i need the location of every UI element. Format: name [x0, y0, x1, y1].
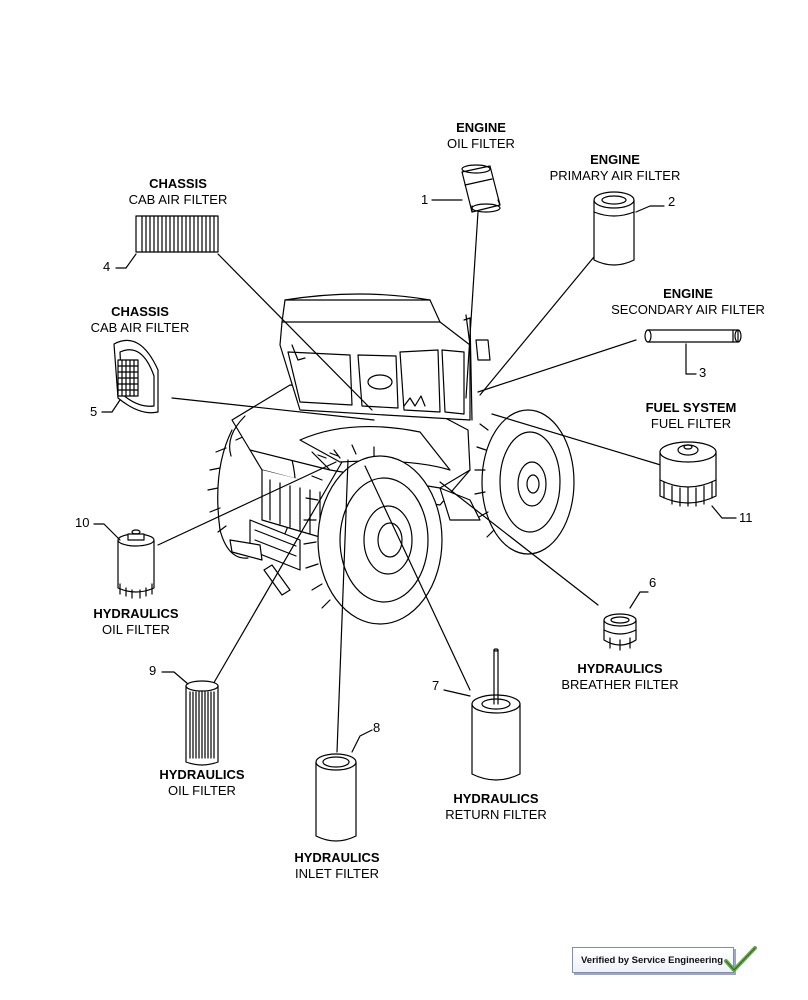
- verified-badge-text: Verified by Service Engineering: [581, 955, 724, 966]
- breather-filter-icon: [603, 613, 637, 651]
- label-name: RETURN FILTER: [445, 807, 547, 822]
- label-engine-oil-filter: ENGINE OIL FILTER: [426, 120, 536, 152]
- return-filter-icon: [471, 648, 521, 781]
- item-number-11: 11: [739, 510, 753, 525]
- verified-badge: Verified by Service Engineering: [572, 947, 734, 973]
- rear-wheel-right: [474, 409, 575, 555]
- label-category: FUEL SYSTEM: [645, 400, 737, 415]
- label-name: CAB AIR FILTER: [128, 192, 228, 207]
- item-number-9: 9: [149, 663, 157, 678]
- front-wheel: [303, 444, 443, 625]
- label-name: BREATHER FILTER: [561, 677, 679, 692]
- label-category: CHASSIS: [149, 176, 207, 191]
- item-number-2: 2: [668, 194, 676, 209]
- label-category: ENGINE: [663, 286, 713, 301]
- label-name: OIL FILTER: [447, 136, 515, 151]
- label-chassis-cab-air-filter-5: CHASSIS CAB AIR FILTER: [70, 304, 210, 336]
- label-category: ENGINE: [590, 152, 640, 167]
- label-category: HYDRAULICS: [159, 767, 245, 782]
- label-hydraulics-return-filter: HYDRAULICS RETURN FILTER: [426, 791, 566, 823]
- leader-lines: [157, 211, 665, 753]
- label-engine-primary-air-filter: ENGINE PRIMARY AIR FILTER: [530, 152, 700, 184]
- label-category: CHASSIS: [111, 304, 169, 319]
- tractor-cab: [279, 293, 491, 421]
- item-number-5: 5: [90, 404, 98, 419]
- label-hydraulics-breather-filter: HYDRAULICS BREATHER FILTER: [545, 661, 695, 693]
- label-name: FUEL FILTER: [650, 416, 732, 431]
- engine-oil-filter-icon: [461, 164, 501, 213]
- item-number-4: 4: [103, 259, 111, 274]
- label-fuel-system-fuel-filter: FUEL SYSTEM FUEL FILTER: [626, 400, 756, 432]
- label-name: PRIMARY AIR FILTER: [549, 168, 681, 183]
- tractor-illustration: [207, 293, 575, 625]
- item-number-10: 10: [75, 515, 90, 530]
- fuel-filter-icon: [659, 441, 717, 507]
- label-name: SECONDARY AIR FILTER: [611, 302, 765, 317]
- label-hydraulics-inlet-filter: HYDRAULICS INLET FILTER: [272, 850, 402, 882]
- label-category: HYDRAULICS: [294, 850, 380, 865]
- label-category: HYDRAULICS: [93, 606, 179, 621]
- label-category: ENGINE: [456, 120, 506, 135]
- label-name: CAB AIR FILTER: [90, 320, 190, 335]
- item-number-6: 6: [649, 575, 657, 590]
- hydraulic-oil-filter-canister-icon: [117, 529, 155, 599]
- inlet-filter-icon: [315, 753, 357, 842]
- label-chassis-cab-air-filter-4: CHASSIS CAB AIR FILTER: [108, 176, 248, 208]
- item-number-8: 8: [373, 720, 381, 735]
- label-hydraulics-oil-filter-10: HYDRAULICS OIL FILTER: [76, 606, 196, 638]
- item-number-1: 1: [421, 192, 429, 207]
- label-category: HYDRAULICS: [453, 791, 539, 806]
- cab-air-filter-panel-icon: [135, 215, 219, 253]
- tractor-logo-icon: [403, 395, 426, 407]
- secondary-air-filter-icon: [644, 329, 742, 343]
- label-name: INLET FILTER: [294, 866, 380, 881]
- label-hydraulics-oil-filter-9: HYDRAULICS OIL FILTER: [142, 767, 262, 799]
- cab-air-filter-curved-icon: [113, 339, 159, 414]
- label-category: HYDRAULICS: [577, 661, 663, 676]
- item-number-7: 7: [432, 678, 440, 693]
- primary-air-filter-icon: [593, 191, 635, 266]
- label-name: OIL FILTER: [168, 783, 236, 798]
- item-number-3: 3: [699, 365, 707, 380]
- label-name: OIL FILTER: [102, 622, 170, 637]
- hydraulic-oil-filter-pleated-icon: [185, 680, 219, 766]
- label-engine-secondary-air-filter: ENGINE SECONDARY AIR FILTER: [598, 286, 778, 318]
- check-mark-icon: [724, 946, 757, 972]
